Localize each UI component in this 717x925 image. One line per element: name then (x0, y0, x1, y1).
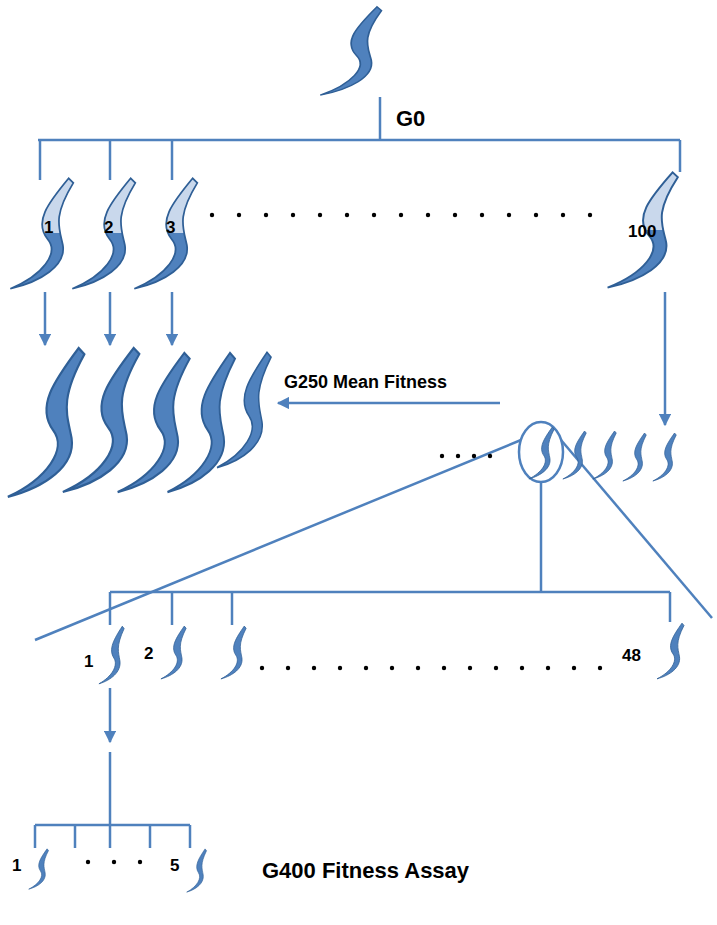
ellipsis-dots (86, 213, 602, 864)
ellipsis-dot (572, 666, 576, 670)
ellipsis-dot (442, 666, 446, 670)
ellipsis-dot (338, 666, 342, 670)
ellipsis-dot (291, 213, 295, 217)
ellipsis-dot (456, 454, 460, 458)
lineage-number: 100 (628, 222, 656, 242)
ellipsis-dot (480, 213, 484, 217)
ellipsis-dot (372, 213, 376, 217)
lineage-number: 3 (166, 218, 175, 238)
ellipsis-dot (494, 666, 498, 670)
replicate-number: 1 (12, 856, 21, 876)
ellipsis-dot (318, 213, 322, 217)
clone-number: 2 (144, 644, 153, 664)
generation-label: G400 Fitness Assay (262, 858, 469, 883)
ellipsis-dot (488, 454, 492, 458)
ellipsis-dot (453, 213, 457, 217)
ellipsis-dot (312, 666, 316, 670)
lineage-number: 1 (44, 218, 53, 238)
ellipsis-dot (468, 666, 472, 670)
ellipsis-dot (399, 213, 403, 217)
ellipsis-dot (390, 666, 394, 670)
ellipsis-dot (440, 454, 444, 458)
ellipsis-dot (86, 860, 90, 864)
arrow-label: G250 Mean Fitness (284, 372, 447, 393)
ellipsis-dot (264, 213, 268, 217)
ellipsis-dot (112, 860, 116, 864)
lineage-number: 2 (104, 218, 113, 238)
lineage-lines (35, 97, 712, 848)
clone-number: 48 (622, 646, 641, 666)
replicate-number: 5 (170, 856, 179, 876)
ellipsis-dot (210, 213, 214, 217)
ellipsis-dot (561, 213, 565, 217)
worm-figures (8, 7, 684, 892)
ellipsis-dot (138, 860, 142, 864)
ellipsis-dot (598, 666, 602, 670)
ellipsis-dot (286, 666, 290, 670)
clone-number: 1 (84, 652, 93, 672)
ellipsis-dot (426, 213, 430, 217)
ellipsis-dot (472, 454, 476, 458)
ellipsis-dot (237, 213, 241, 217)
ellipsis-dot (534, 213, 538, 217)
generation-label: G0 (396, 106, 425, 131)
ellipsis-dot (345, 213, 349, 217)
ellipsis-dot (520, 666, 524, 670)
ellipsis-dot (364, 666, 368, 670)
ellipsis-dot (588, 213, 592, 217)
ellipsis-dot (416, 666, 420, 670)
ellipsis-dot (546, 666, 550, 670)
ellipsis-dot (260, 666, 264, 670)
ellipsis-dot (507, 213, 511, 217)
